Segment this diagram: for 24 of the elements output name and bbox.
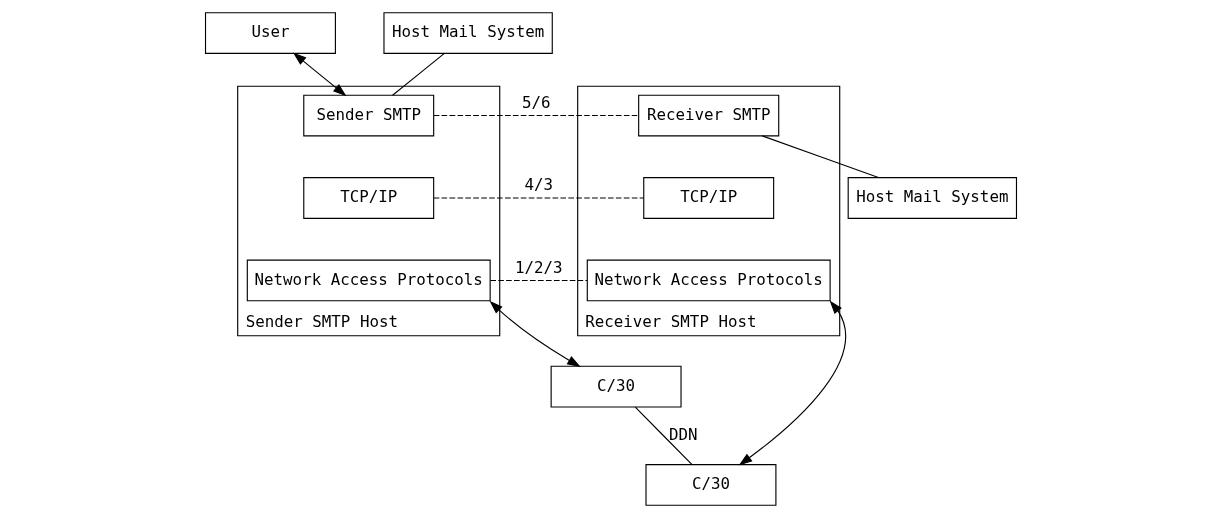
connector (489, 279, 588, 282)
connector (392, 53, 445, 96)
node-box: User (204, 12, 336, 54)
node-box: TCP/IP (643, 177, 775, 219)
node-box: Sender SMTP (303, 94, 435, 137)
arrow (738, 300, 847, 466)
arrow (292, 52, 347, 97)
edge-label: 1/2/3 (514, 257, 563, 277)
node-box: TCP/IP (303, 177, 435, 219)
node-box: Host Mail System (383, 12, 553, 54)
connector (433, 197, 645, 199)
arrow (489, 300, 581, 367)
node-box: C/30 (645, 464, 777, 506)
connector (761, 135, 879, 179)
node-box: Network Access Protocols (246, 259, 491, 302)
connector (433, 115, 640, 117)
edge-label: 4/3 (524, 175, 553, 195)
edge-label: 5/6 (521, 92, 551, 112)
node-box: Receiver SMTP (638, 94, 780, 137)
node-box: Host Mail System (847, 177, 1018, 219)
connector (634, 406, 693, 465)
node-box: C/30 (550, 365, 682, 408)
edge-label: DDN (669, 424, 698, 444)
node-box: Network Access Protocols (586, 259, 831, 302)
